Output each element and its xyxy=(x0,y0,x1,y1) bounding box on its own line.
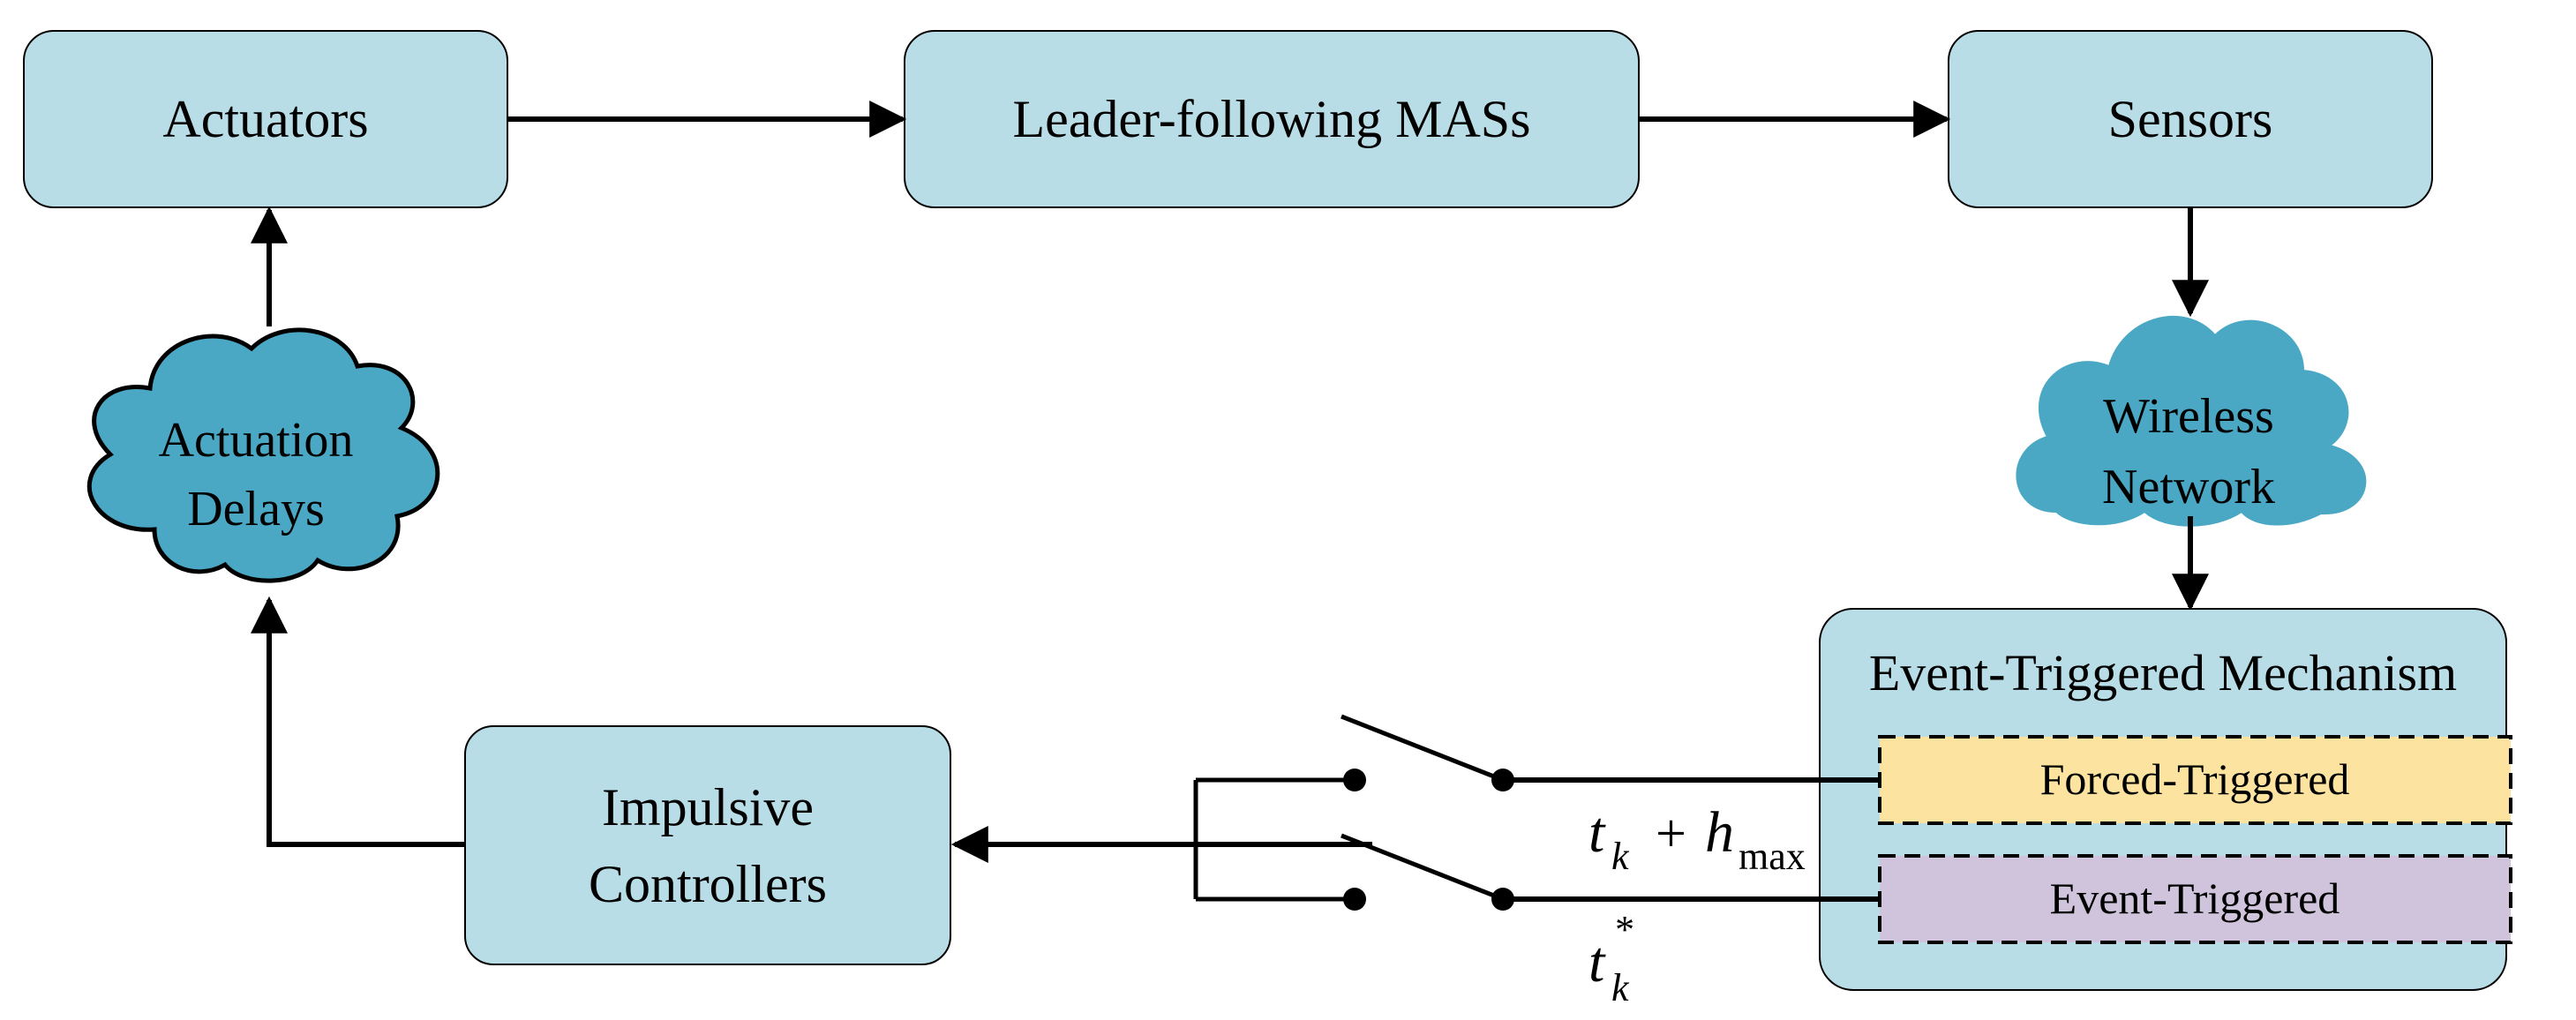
wireless-label-line2: Network xyxy=(2102,460,2275,514)
delays-label-line2: Delays xyxy=(187,482,325,536)
event-triggered-label: Event-Triggered xyxy=(2050,874,2340,923)
svg-text:t: t xyxy=(1588,800,1606,865)
impulsive-controllers-box: Impulsive Controllers xyxy=(464,725,951,965)
label-event-time: t k * xyxy=(1588,908,1633,1009)
wireless-label-line1: Wireless xyxy=(2103,389,2274,444)
impulsive-label-line1: Impulsive xyxy=(602,778,814,836)
svg-text:h: h xyxy=(1705,800,1734,865)
event-triggered-box: Event-Triggered xyxy=(1878,854,2512,944)
mas-label: Leader-following MASs xyxy=(1012,90,1530,148)
forced-triggered-box: Forced-Triggered xyxy=(1878,735,2512,825)
svg-text:t: t xyxy=(1588,930,1606,994)
svg-text:k: k xyxy=(1611,966,1630,1009)
wireless-network-cloud: Wireless Network xyxy=(2016,315,2367,527)
forced-triggered-label: Forced-Triggered xyxy=(2040,754,2350,804)
cloud-icon xyxy=(2016,315,2367,527)
etm-title: Event-Triggered Mechanism xyxy=(1869,644,2457,701)
mas-box: Leader-following MASs xyxy=(904,30,1640,208)
sensors-box: Sensors xyxy=(1948,30,2433,208)
switch-blade-upper xyxy=(1341,714,1504,783)
switch-assembly xyxy=(1193,714,1880,911)
sensors-label: Sensors xyxy=(2108,90,2273,148)
etm-box: Event-Triggered Mechanism Forced-Trigger… xyxy=(1819,608,2512,991)
svg-text:+: + xyxy=(1656,804,1686,864)
label-forced-time: t k + h max xyxy=(1588,800,1806,878)
actuators-box: Actuators xyxy=(23,30,508,208)
svg-text:*: * xyxy=(1613,908,1633,951)
cloud-icon xyxy=(86,327,440,583)
actuators-label: Actuators xyxy=(162,90,368,148)
arrow-controllers-to-delays xyxy=(251,596,465,847)
svg-text:max: max xyxy=(1739,835,1806,878)
impulsive-label-line2: Controllers xyxy=(589,855,827,913)
delays-label-line1: Actuation xyxy=(159,413,354,468)
svg-text:k: k xyxy=(1611,835,1630,878)
actuation-delays-cloud: Actuation Delays xyxy=(86,327,440,583)
